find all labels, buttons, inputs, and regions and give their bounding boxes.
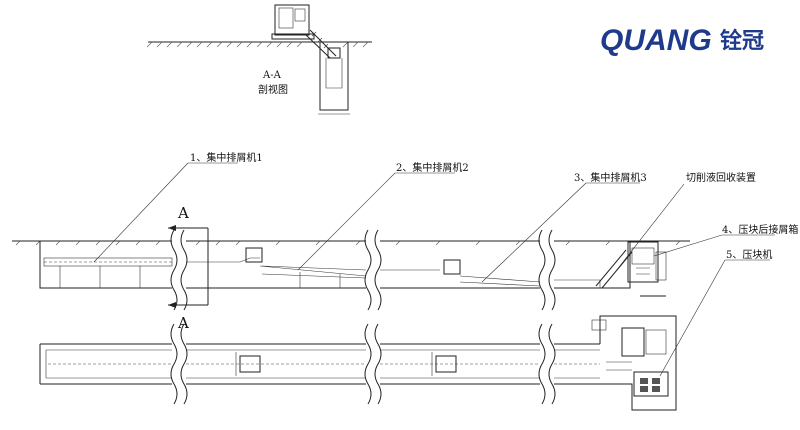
briquetting-machine-plan bbox=[633, 371, 669, 397]
break-marks bbox=[170, 229, 556, 405]
fluid-recovery-unit bbox=[627, 241, 659, 283]
conveyor-2 bbox=[186, 257, 367, 277]
logo-cn-text: 铨冠 bbox=[720, 28, 764, 54]
conveyor-2-drive bbox=[245, 247, 263, 263]
elevation-view bbox=[12, 225, 690, 308]
plan-drive-2 bbox=[239, 355, 261, 373]
section-mark-top: A bbox=[177, 204, 189, 222]
label-item3: 3、集中排屑机3 bbox=[574, 171, 647, 184]
section-caption-text: 剖视图 bbox=[258, 83, 288, 96]
label-item2: 2、集中排屑机2 bbox=[396, 161, 469, 174]
brand-logo: QUANG 铨冠 bbox=[600, 24, 764, 57]
chip-box-plan bbox=[621, 327, 645, 357]
plan-drive-3 bbox=[435, 355, 457, 373]
section-mark-text: A-A bbox=[262, 70, 282, 81]
ground-hatch bbox=[146, 41, 369, 48]
logo-text: QUANG bbox=[600, 24, 712, 57]
section-mark-bottom: A bbox=[177, 314, 189, 332]
section-view-drawing bbox=[146, 4, 372, 115]
leader-lines bbox=[93, 162, 775, 377]
pit-outline bbox=[319, 42, 349, 111]
label-item4: 4、压块后接屑箱 bbox=[722, 223, 798, 236]
conveyor-3 bbox=[459, 275, 541, 287]
inclined-lift bbox=[595, 249, 633, 289]
inclined-conveyor bbox=[304, 29, 337, 59]
plan-view bbox=[39, 315, 677, 411]
conveyor-1 bbox=[43, 257, 173, 267]
trench-outline bbox=[39, 241, 631, 289]
machine-body bbox=[274, 4, 310, 36]
label-fluid-recovery: 切削液回收装置 bbox=[686, 171, 756, 184]
label-item5: 5、压块机 bbox=[726, 248, 772, 261]
label-item1: 1、集中排屑机1 bbox=[190, 151, 263, 164]
conveyor-3-drive bbox=[443, 259, 461, 275]
